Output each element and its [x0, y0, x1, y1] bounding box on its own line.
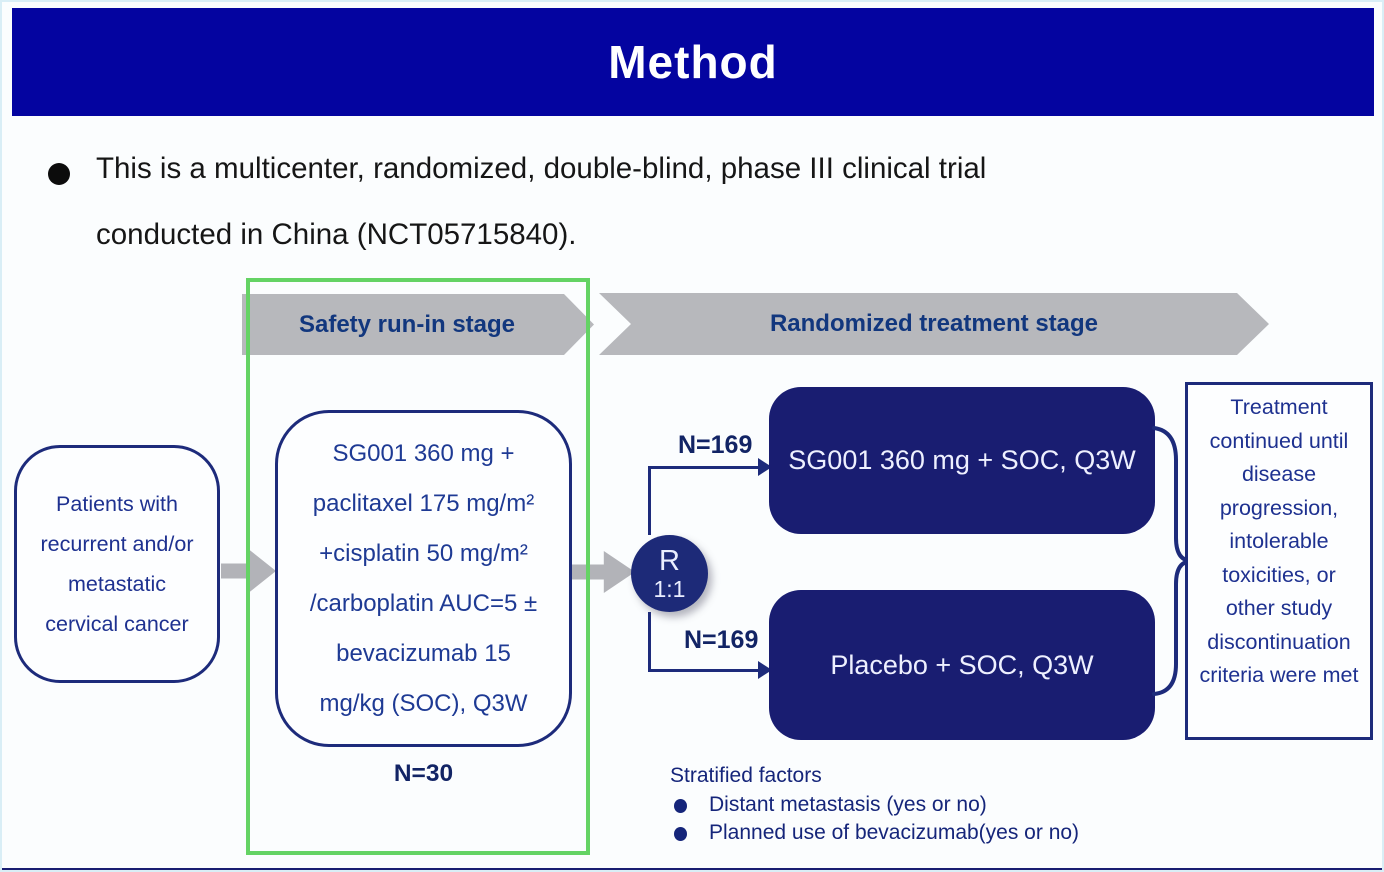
- randomization-ratio: 1:1: [653, 575, 686, 602]
- patients-box-line: cervical cancer: [45, 612, 189, 636]
- regimen-line: mg/kg (SOC), Q3W: [319, 689, 528, 717]
- arm1-label: SG001 360 mg + SOC, Q3W: [788, 445, 1136, 475]
- arm1-n-label: N=169: [678, 431, 753, 459]
- list-bullet-icon: [674, 827, 687, 841]
- connector-line: [648, 468, 651, 535]
- randomization-symbol: R: [659, 544, 680, 577]
- randomization-circle: R 1:1: [631, 535, 708, 612]
- stratified-factor-item: Planned use of bevacizumab(yes or no): [709, 821, 1080, 844]
- arrowhead-icon: [758, 661, 772, 679]
- regimen-line: paclitaxel 175 mg/m²: [312, 489, 535, 517]
- safety-stage-label: Safety run-in stage: [298, 310, 516, 338]
- intro-text-line1: This is a multicenter, randomized, doubl…: [96, 152, 987, 185]
- list-bullet-icon: [674, 799, 687, 813]
- regimen-box: SG001 360 mg + paclitaxel 175 mg/m² +cis…: [275, 410, 572, 747]
- patients-box-line: recurrent and/or: [40, 532, 194, 556]
- arrowhead-icon: [758, 458, 772, 476]
- regimen-line: /carboplatin AUC=5 ±: [309, 589, 538, 617]
- stratified-factors-title: Stratified factors: [670, 764, 822, 787]
- patients-box: Patients with recurrent and/or metastati…: [14, 445, 220, 683]
- footer-bar: [2, 868, 1382, 870]
- safety-stage-banner: Safety run-in stage: [242, 294, 594, 355]
- safety-stage-n-label: N=30: [393, 760, 454, 787]
- connector-line: [648, 669, 760, 672]
- connector-line: [648, 466, 760, 469]
- treatment-outcome-box: Treatment continued until disease progre…: [1185, 382, 1373, 740]
- arm2-label: Placebo + SOC, Q3W: [830, 649, 1094, 680]
- patients-box-line: metastatic: [68, 572, 166, 596]
- stratified-factor-item: Distant metastasis (yes or no): [709, 793, 987, 816]
- arm2-n-label: N=169: [684, 626, 759, 654]
- randomized-stage-label: Randomized treatment stage: [769, 310, 1099, 337]
- arm1-box: SG001 360 mg + SOC, Q3W: [769, 387, 1155, 534]
- patients-box-line: Patients with: [56, 492, 178, 516]
- treatment-outcome-text: Treatment continued until disease progre…: [1199, 395, 1359, 687]
- header-bar: Method: [12, 8, 1374, 116]
- intro-text-line2: conducted in China (NCT05715840).: [96, 218, 577, 251]
- regimen-line: bevacizumab 15: [336, 639, 511, 667]
- connector-line: [648, 612, 651, 672]
- randomized-stage-banner: Randomized treatment stage: [599, 293, 1269, 355]
- list-bullet-icon: [48, 163, 70, 185]
- regimen-line: +cisplatin 50 mg/m²: [319, 539, 528, 567]
- regimen-line: SG001 360 mg +: [332, 439, 515, 467]
- page-title: Method: [608, 36, 778, 88]
- arm2-box: Placebo + SOC, Q3W: [769, 590, 1155, 740]
- right-arrow-icon: [570, 551, 635, 593]
- right-arrow-icon: [221, 550, 276, 592]
